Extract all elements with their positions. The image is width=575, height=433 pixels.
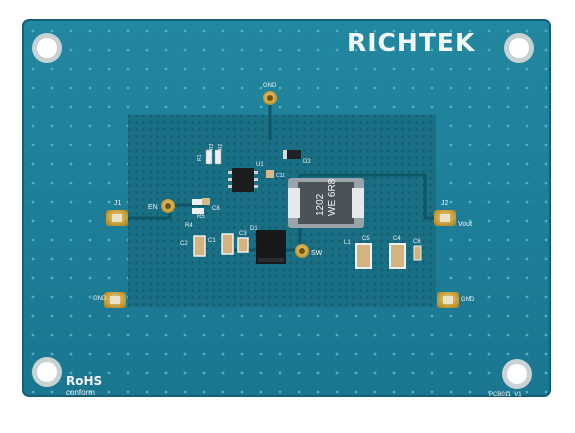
label-c3: C3 — [239, 231, 247, 237]
label-r1: R1 — [197, 154, 203, 161]
label-d1: D1 — [250, 226, 258, 232]
rohs-mark: RoHS conform — [66, 374, 102, 397]
label-gnd-left: GND — [93, 296, 107, 302]
connector-j2 — [434, 210, 456, 226]
resistors-r1-r3-r2 — [205, 149, 222, 165]
label-vout: Vout — [458, 221, 472, 228]
inductor-we-6r8 — [288, 178, 364, 228]
terminal-gnd-left — [104, 292, 126, 308]
label-u1: U1 — [256, 162, 264, 168]
brand-logo: RICHTEK — [347, 28, 476, 57]
label-c2: C2 — [180, 241, 188, 247]
label-gnd-right: GND — [461, 297, 475, 303]
label-j2: J2 — [441, 200, 449, 207]
label-j1: J1 — [114, 200, 122, 207]
label-r4: R4 — [185, 223, 193, 229]
passives-r5-r4-c8 — [192, 198, 210, 214]
label-c5: C5 — [362, 236, 370, 242]
test-point-gnd-top — [263, 91, 277, 105]
label-en: EN — [148, 204, 158, 211]
label-gnd-top: GND — [263, 83, 277, 89]
part-number: PCB011_V1 — [489, 392, 522, 398]
mounting-holes — [32, 33, 534, 389]
input-capacitors — [193, 233, 249, 257]
capacitor-c11 — [266, 170, 274, 178]
label-r3: R3 — [209, 143, 215, 150]
rohs-text: RoHS — [66, 374, 102, 388]
label-l1: L1 — [344, 240, 351, 246]
inductor-marking-2: 1202 — [315, 193, 326, 216]
connector-j1 — [106, 210, 128, 226]
label-c1: C1 — [208, 238, 216, 244]
rohs-conform-text: conform — [66, 388, 95, 397]
label-c11: C11 — [276, 173, 285, 179]
test-point-en — [161, 199, 175, 213]
inductor-marking-1: WE 6R8 — [327, 178, 338, 216]
test-point-sw — [295, 244, 309, 258]
label-d2: D2 — [303, 159, 311, 165]
label-c6: C6 — [413, 239, 421, 245]
label-r2: R2 — [218, 143, 224, 150]
label-c8: C8 — [212, 206, 220, 212]
ic-u1 — [228, 168, 258, 192]
diode-d1 — [256, 230, 286, 264]
diode-d2 — [283, 150, 301, 159]
label-sw: SW — [311, 250, 323, 257]
label-r5: R5 — [197, 214, 205, 220]
terminal-gnd-right — [437, 292, 459, 308]
label-c4: C4 — [393, 236, 401, 242]
output-capacitors — [355, 243, 422, 269]
